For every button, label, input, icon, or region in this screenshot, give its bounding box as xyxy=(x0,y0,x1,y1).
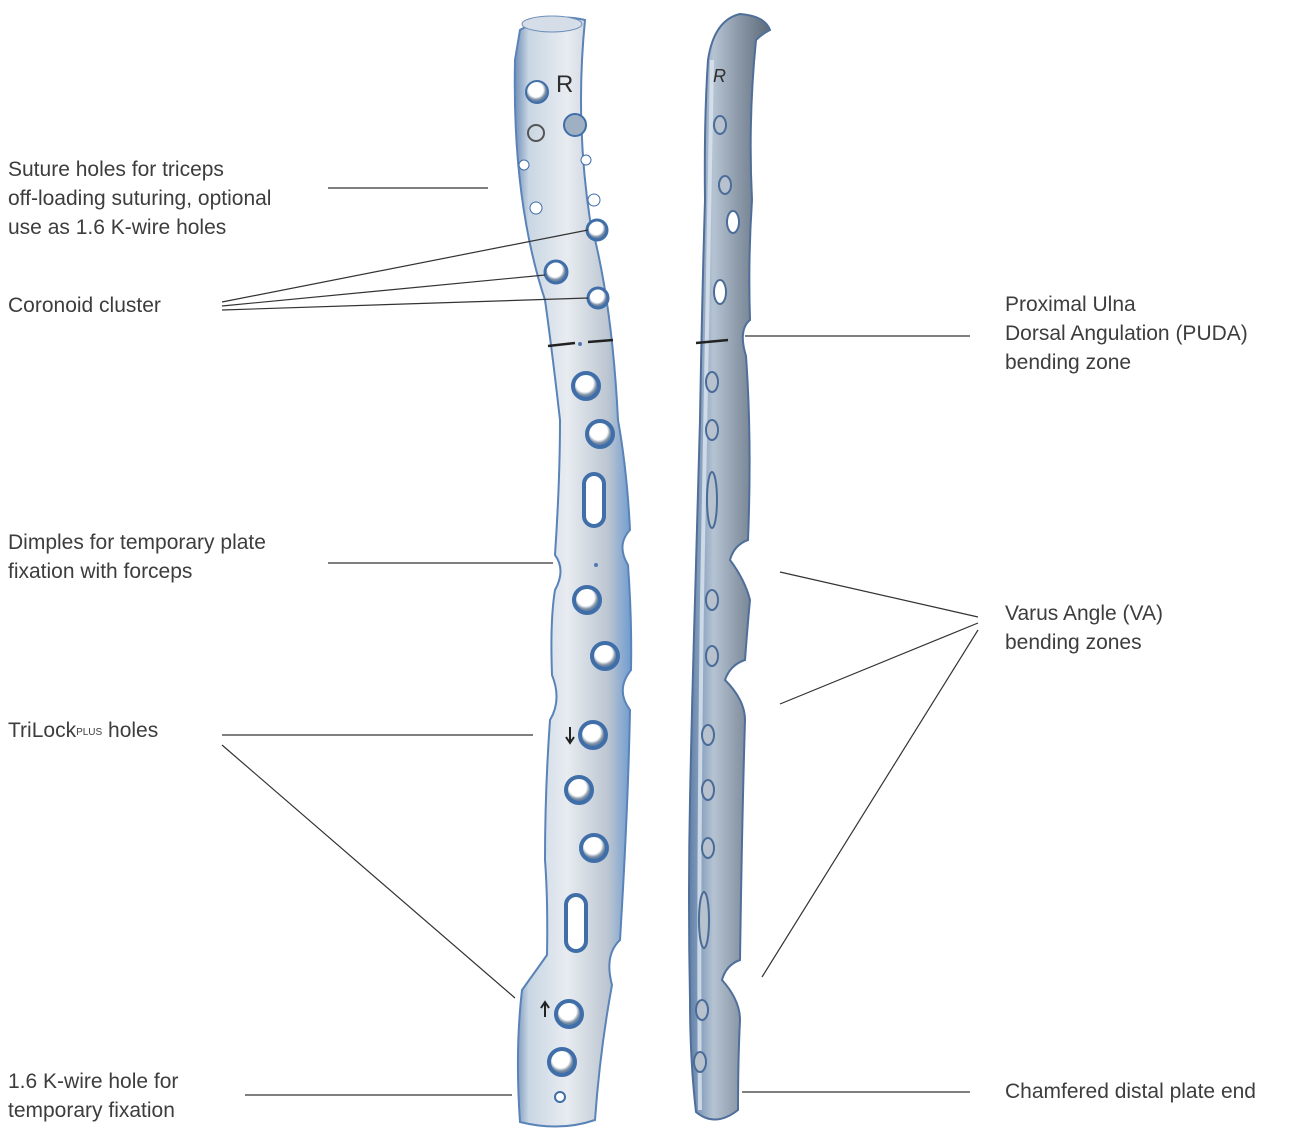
label-dimples: Dimples for temporary plate fixation wit… xyxy=(8,528,266,586)
leader-trilock xyxy=(222,745,515,998)
plate-front-body xyxy=(515,18,631,1127)
locking-hole xyxy=(573,373,599,399)
trilock-hole xyxy=(580,722,606,748)
plate-engraving: R xyxy=(556,71,573,98)
suture-hole xyxy=(526,81,548,103)
suture-hole xyxy=(581,155,591,165)
suture-hole xyxy=(519,160,529,170)
label-coronoid-cluster: Coronoid cluster xyxy=(8,291,161,320)
slot-hole xyxy=(566,895,586,951)
plate-side-view: R xyxy=(689,14,770,1120)
label-suture-holes: Suture holes for triceps off-loading sut… xyxy=(8,155,271,242)
plate-side-engraving: R xyxy=(713,66,726,86)
locking-hole xyxy=(566,777,592,803)
label-puda: Proximal Ulna Dorsal Angulation (PUDA) b… xyxy=(1005,290,1248,377)
label-trilock-holes: TriLockPLUS holes xyxy=(8,716,158,745)
plate-front-tip xyxy=(522,16,582,32)
locking-hole xyxy=(574,587,600,613)
locking-hole xyxy=(592,643,618,669)
locking-hole xyxy=(549,1049,575,1075)
locking-hole xyxy=(581,835,607,861)
trilock-hole xyxy=(556,1001,582,1027)
kwire-hole xyxy=(555,1092,565,1102)
suture-hole xyxy=(530,202,542,214)
suture-hole xyxy=(588,194,600,206)
label-kwire-hole: 1.6 K-wire hole for temporary fixation xyxy=(8,1067,178,1125)
plate-front-view: R xyxy=(515,16,631,1127)
dimple-dot xyxy=(578,342,582,346)
coronoid-hole xyxy=(545,261,567,283)
leader-coronoid xyxy=(222,230,588,302)
leader-coronoid xyxy=(222,298,588,310)
label-chamfered-end: Chamfered distal plate end xyxy=(1005,1077,1256,1106)
label-varus-angle: Varus Angle (VA) bending zones xyxy=(1005,599,1163,657)
dimple-dot xyxy=(594,563,598,567)
slot-hole xyxy=(584,474,604,526)
coronoid-hole xyxy=(588,288,608,308)
leader-varus xyxy=(780,623,978,704)
coronoid-hole xyxy=(587,220,607,240)
locking-hole xyxy=(587,421,613,447)
leader-varus xyxy=(762,630,978,977)
suture-hole xyxy=(564,114,586,136)
leader-varus xyxy=(780,572,978,617)
